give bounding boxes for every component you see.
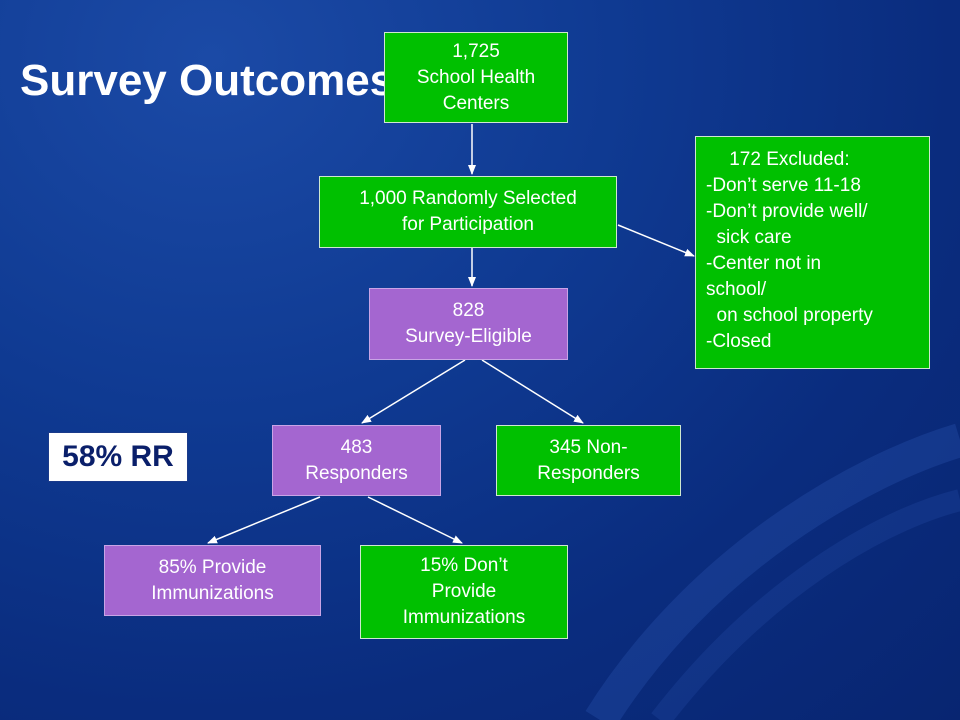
response-rate-badge: 58% RR <box>48 432 188 482</box>
node-provide-immunizations: 85% Provide Immunizations <box>104 545 321 616</box>
node-selected-line-1: 1,000 Randomly Selected <box>359 188 577 209</box>
arrow-responders-to-provide <box>207 496 321 544</box>
node-total-centers: 1,725 School Health Centers <box>384 32 568 123</box>
node-excluded-line-7: on school property <box>706 305 873 326</box>
node-responders-line-2: Responders <box>305 462 408 484</box>
node-nonresponders-line-2: Responders <box>537 462 640 484</box>
node-responders-line-1: 483 <box>340 436 373 458</box>
arrow-eligible-to-nonresponders <box>481 359 584 424</box>
node-excluded-line-5: -Center not in <box>706 253 822 274</box>
node-non-responders: 345 Non- Responders <box>496 425 681 496</box>
node-excluded-line-4: sick care <box>706 227 792 248</box>
node-excluded-line-2: -Don’t serve 11-18 <box>706 175 861 196</box>
node-excluded: 172 Excluded: -Don’t serve 11-18 -Don’t … <box>695 136 930 369</box>
slide-title: Survey Outcomes <box>20 56 395 105</box>
arrow-selected-to-excluded <box>617 224 695 257</box>
node-randomly-selected: 1,000 Randomly Selected for Participatio… <box>319 176 617 248</box>
node-total-line-3: Centers <box>442 92 510 114</box>
node-total-line-2: School Health <box>416 66 536 88</box>
node-eligible-line-2: Survey-Eligible <box>405 326 532 347</box>
node-excluded-line-3: -Don’t provide well/ <box>706 201 868 222</box>
node-eligible-line-1: 828 <box>452 300 485 321</box>
node-dont-provide-immunizations: 15% Don’t Provide Immunizations <box>360 545 568 639</box>
node-excluded-line-8: -Closed <box>706 331 772 352</box>
node-nonresponders-line-1: 345 Non- <box>549 436 628 458</box>
node-dontprovide-line-2: Provide <box>431 581 497 602</box>
node-selected-line-2: for Participation <box>401 214 534 235</box>
node-provide-line-1: 85% Provide <box>158 556 267 578</box>
node-dontprovide-line-1: 15% Don’t <box>420 555 508 576</box>
node-survey-eligible: 828 Survey-Eligible <box>369 288 568 360</box>
node-excluded-line-6: school/ <box>706 279 767 300</box>
arrow-responders-to-dontprovide <box>367 496 463 544</box>
node-dontprovide-line-3: Immunizations <box>402 607 526 628</box>
node-excluded-header: 172 Excluded: <box>729 149 850 170</box>
node-responders: 483 Responders <box>272 425 441 496</box>
arrow-eligible-to-responders <box>361 359 466 424</box>
node-total-line-1: 1,725 <box>452 40 500 62</box>
node-provide-line-2: Immunizations <box>151 582 274 604</box>
